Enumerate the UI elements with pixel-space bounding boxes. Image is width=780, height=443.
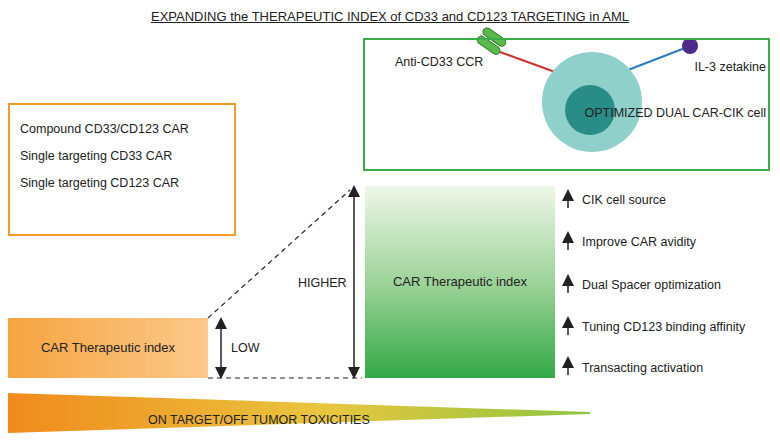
improvement-item: CIK cell source	[582, 193, 666, 208]
dashed-guide	[208, 190, 350, 318]
node-text: IL-3 zetakine	[694, 60, 766, 75]
node-text: CAR Therapeutic index	[41, 340, 175, 356]
index-bar: CAR Therapeutic index	[365, 186, 555, 378]
dashed-guide	[208, 377, 362, 378]
improvement-item: Dual Spacer optimization	[582, 278, 721, 293]
node-text: Single targeting CD123 CAR	[20, 176, 179, 191]
title: EXPANDING the THERAPEUTIC INDEX of CD33 …	[0, 9, 780, 24]
node-text: ON TARGET/OFF TUMOR TOXICITIES	[148, 413, 370, 428]
double-arrow	[353, 191, 355, 373]
node-text: OPTIMIZED DUAL CAR-CIK cell	[584, 106, 766, 121]
double-arrow	[220, 323, 222, 373]
improvement-item: Transacting activation	[582, 361, 703, 376]
arrow-label: HIGHER	[298, 276, 347, 291]
index-bar: CAR Therapeutic index	[8, 318, 208, 378]
node-text: CAR Therapeutic index	[393, 274, 527, 290]
node-text: Anti-CD33 CCR	[395, 55, 483, 70]
cell-box: Anti-CD33 CCR IL-3 zetakineOPTIMIZED DUAL…	[363, 38, 770, 171]
toxicity-wedge: ON TARGET/OFF TUMOR TOXICITIES	[8, 393, 590, 433]
improvement-item: Tuning CD123 binding affinity	[582, 320, 745, 335]
up-arrows	[567, 195, 569, 375]
car-cik-cell	[476, 26, 698, 152]
orange-bar	[8, 318, 208, 378]
node-text: Compound CD33/CD123 CAR	[20, 122, 189, 137]
green-bar	[365, 186, 555, 378]
improvement-item: Improve CAR avidity	[582, 235, 696, 250]
candidate-box: Compound CD33/CD123 CAR Single targeting …	[8, 103, 236, 236]
arrow-label: LOW	[231, 341, 259, 356]
toxicity-wedge	[8, 393, 590, 433]
node-text: Single targeting CD33 CAR	[20, 149, 172, 164]
